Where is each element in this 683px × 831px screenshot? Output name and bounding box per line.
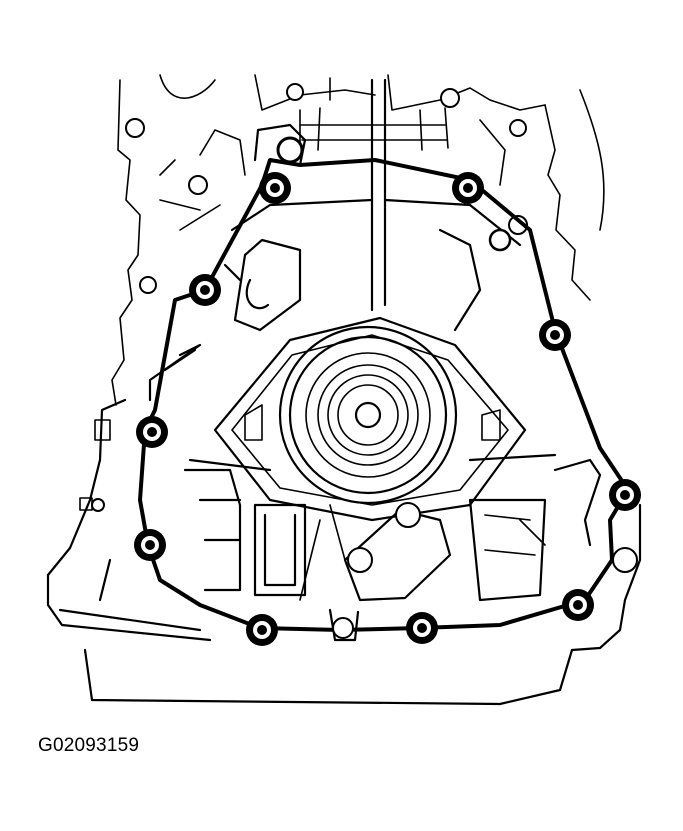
bolt	[452, 172, 484, 204]
bolt	[539, 319, 571, 351]
hub-plate	[213, 316, 527, 522]
bolt	[136, 416, 168, 448]
bolt	[134, 529, 166, 561]
bolt	[562, 589, 594, 621]
case-holes	[91, 498, 638, 639]
center-hub	[278, 325, 458, 505]
bolt	[259, 172, 291, 204]
figure-code: G02093159	[38, 735, 140, 756]
engine-block-outline	[111, 74, 605, 406]
bolt	[488, 228, 512, 252]
transaxle-case-diagram	[46, 74, 642, 706]
case-ribs	[148, 78, 522, 402]
bolt	[609, 479, 641, 511]
bolts	[134, 136, 641, 646]
bolt	[276, 136, 304, 164]
bolt	[189, 274, 221, 306]
lower-bracket	[183, 453, 602, 642]
oil-pan	[46, 398, 642, 706]
bolt	[246, 614, 278, 646]
bolt	[406, 612, 438, 644]
